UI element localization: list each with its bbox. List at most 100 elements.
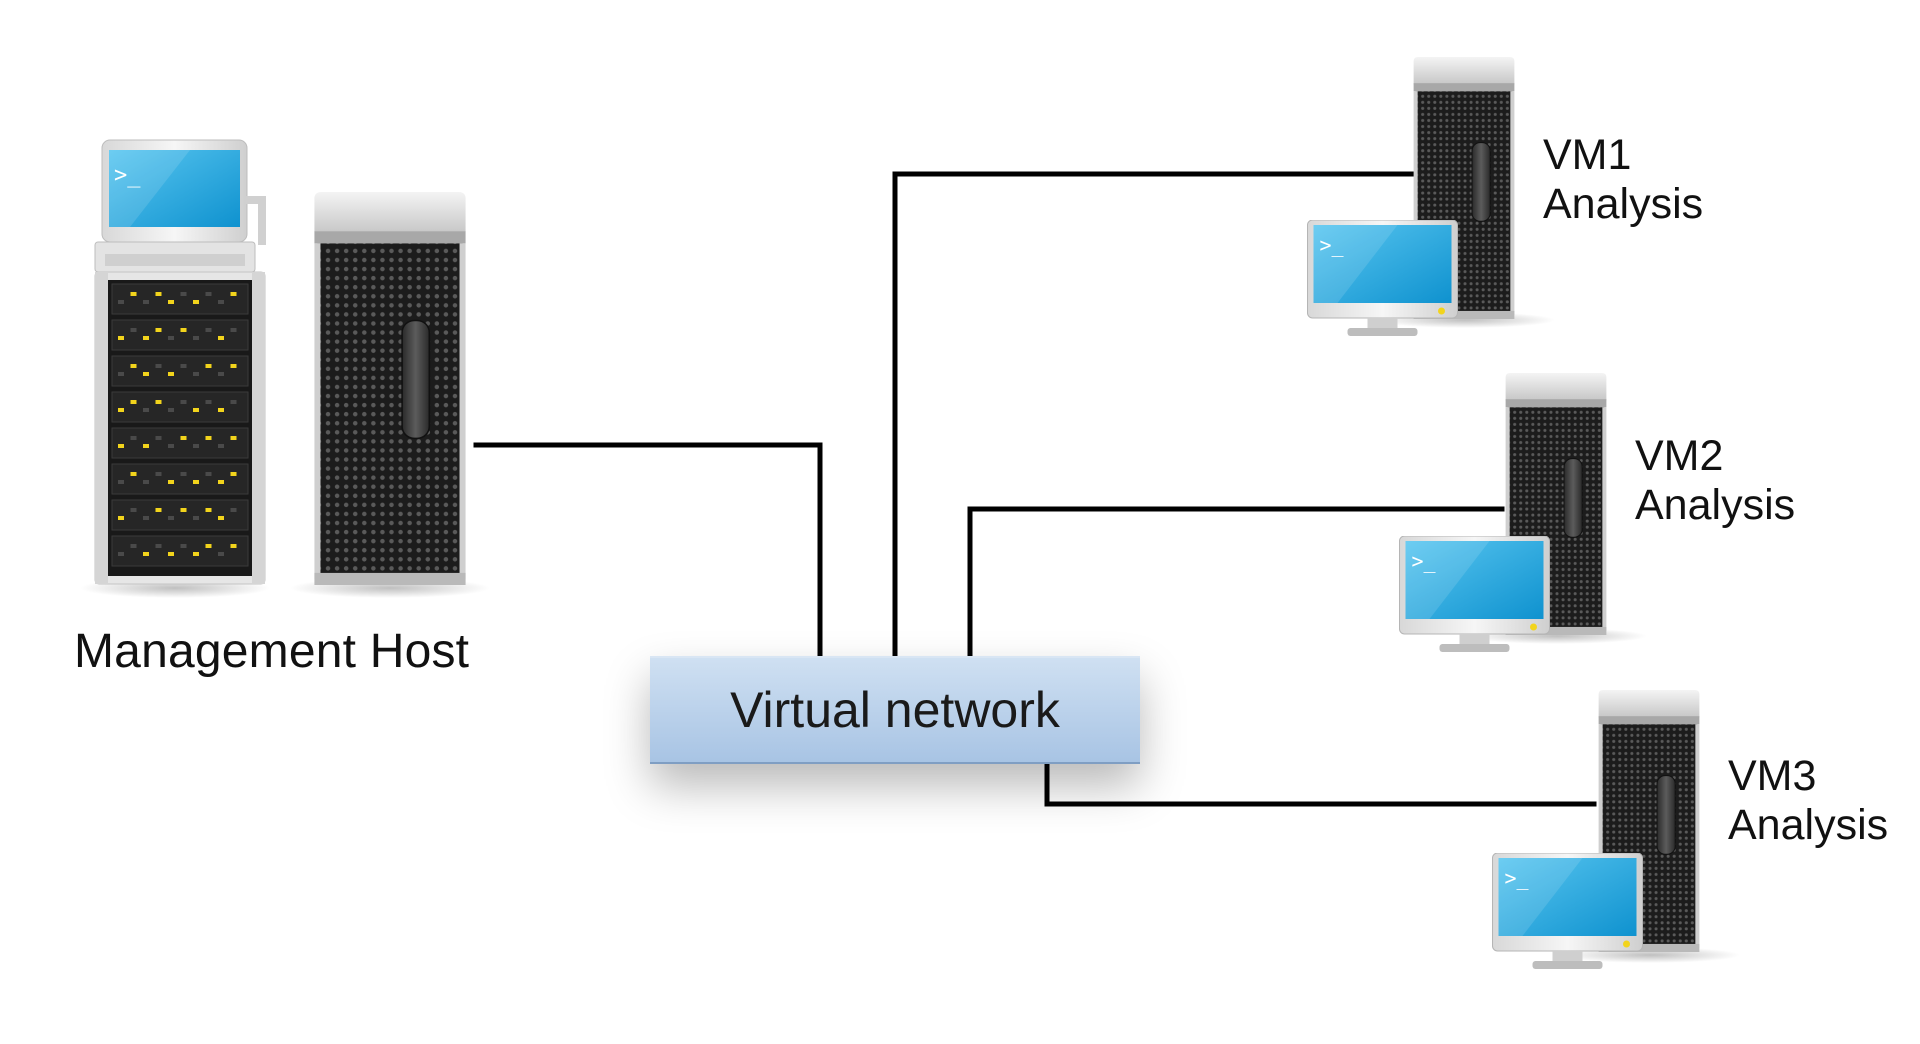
rack-led [205,292,212,296]
rack-led [118,516,124,520]
rack-led [130,508,137,512]
rack-led [218,480,224,484]
rack-unit [111,427,249,459]
rack-led [118,552,124,556]
rack-led [230,364,237,368]
rack-led [168,444,174,448]
rack-led [218,408,224,412]
rack-led [155,472,162,476]
rack-led [118,300,124,304]
rack-unit [111,355,249,387]
rack-led [193,372,199,376]
rack-led [218,372,224,376]
rack-led [180,472,187,476]
connector-lines [473,171,1597,807]
vm3-group [1491,690,1740,970]
rack-led [205,544,212,548]
rack-led [193,300,199,304]
rack-led [143,516,149,520]
management-host-group: >_ [80,139,490,598]
vm3-label: VM3 Analysis [1728,752,1888,850]
rack-unit [111,463,249,495]
rack-led [130,292,137,296]
virtual-network-box: Virtual network [650,656,1140,764]
rack-led [230,544,237,548]
vm1-label: VM1 Analysis [1543,131,1703,229]
vm2-label: VM2 Analysis [1635,432,1795,530]
rack-led [193,516,199,520]
rack-led [143,480,149,484]
rack-led [205,508,212,512]
vm2-name: VM2 [1635,432,1724,480]
rack-led [218,552,224,556]
rack-unit [111,283,249,315]
rack-led [130,436,137,440]
rack-led [180,328,187,332]
vm3-name: VM3 [1728,752,1817,800]
vm1-role: Analysis [1543,180,1704,228]
rack-led [130,364,137,368]
rack-led [130,544,137,548]
rack-led [218,444,224,448]
rack-led [205,400,212,404]
rack-led [168,336,174,340]
rack-led [118,480,124,484]
rack-led [155,328,162,332]
connector-vm1 [892,171,1423,659]
rack-led [230,328,237,332]
rack-led [143,372,149,376]
rack-led [143,300,149,304]
rack-led [168,552,174,556]
rack-unit [111,319,249,351]
rack-led [218,516,224,520]
rack-unit [111,499,249,531]
rack-led [168,480,174,484]
rack-unit [111,391,249,423]
rack-led [193,552,199,556]
rack-led [130,472,137,476]
rack-led [180,400,187,404]
rack-led [155,400,162,404]
rack-led [155,364,162,368]
tower-server-icon [313,192,467,585]
rack-led [143,444,149,448]
rack-led [143,336,149,340]
rack-led [180,364,187,368]
rack-led [230,508,237,512]
rack-led [180,292,187,296]
rack-server-icon [94,271,266,585]
rack-led [193,408,199,412]
rack-led [230,472,237,476]
rack-led [193,444,199,448]
svg-text:>_: >_ [114,163,141,188]
management-host-label: Management Host [74,625,470,678]
rack-led [218,336,224,340]
rack-led [168,408,174,412]
rack-led [155,544,162,548]
rack-units [111,283,249,567]
rack-led [118,408,124,412]
rack-unit [111,535,249,567]
rack-led [180,508,187,512]
rack-led [118,372,124,376]
rack-led [180,544,187,548]
rack-led [180,436,187,440]
vm2-role: Analysis [1635,481,1796,529]
rack-led [118,444,124,448]
rack-led [155,292,162,296]
connector-vm2 [967,506,1505,659]
connector-vm3 [1044,757,1597,807]
rack-led [168,516,174,520]
rack-led [230,400,237,404]
rack-led [230,292,237,296]
rack-led [118,336,124,340]
rack-led [205,328,212,332]
rack-led [168,372,174,376]
rack-led [218,300,224,304]
rack-led [205,364,212,368]
vm1-group [1306,57,1555,337]
rack-led [155,436,162,440]
vm3-role: Analysis [1728,801,1889,849]
rack-led [205,472,212,476]
